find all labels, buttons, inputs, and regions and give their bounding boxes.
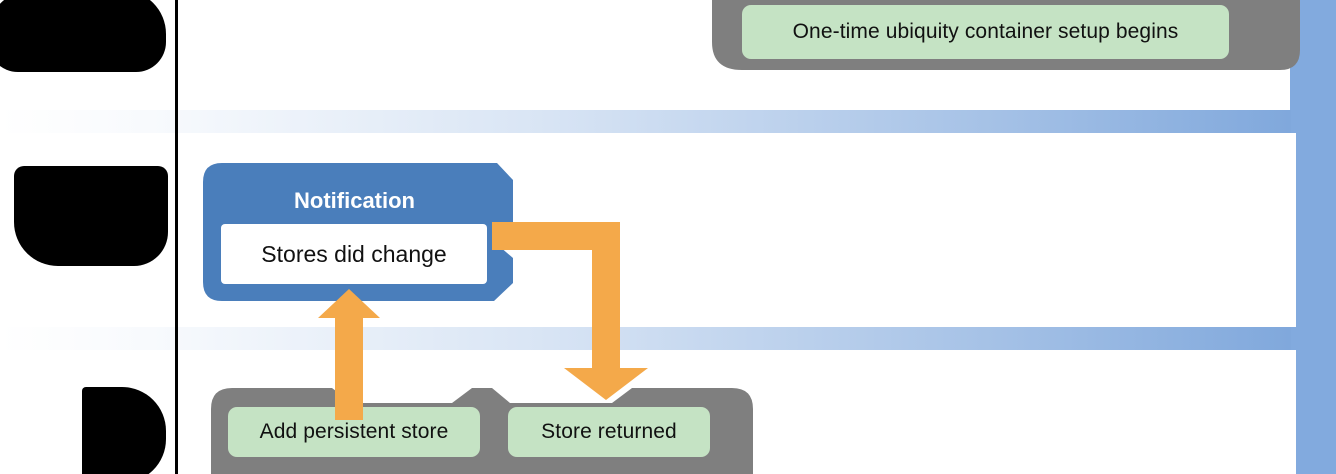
right-rail-segment-top [1290, 0, 1336, 110]
notification-body-value: Stores did change [221, 224, 487, 284]
lane-connector-band-2 [0, 327, 1291, 350]
swimlane-divider [175, 0, 178, 474]
right-rail-notch-lower [1291, 327, 1336, 350]
chip-add-persistent-store[interactable]: Add persistent store [228, 407, 480, 457]
right-rail-segment-middle [1296, 133, 1336, 327]
redacted-lane-label-1 [0, 0, 166, 72]
right-rail-notch-upper [1291, 110, 1336, 133]
lane-connector-band-1 [0, 110, 1291, 133]
arrow-notification-to-store-returned-icon [492, 222, 648, 400]
redacted-lane-label-3 [82, 387, 166, 474]
arrow-add-store-to-notification-icon [318, 289, 380, 420]
redacted-lane-label-2 [14, 166, 168, 266]
right-rail-segment-bottom [1296, 350, 1336, 474]
chip-store-returned[interactable]: Store returned [508, 407, 710, 457]
notification-header-label: Notification [294, 188, 415, 213]
chip-one-time-ubiquity-setup[interactable]: One-time ubiquity container setup begins [742, 5, 1229, 59]
